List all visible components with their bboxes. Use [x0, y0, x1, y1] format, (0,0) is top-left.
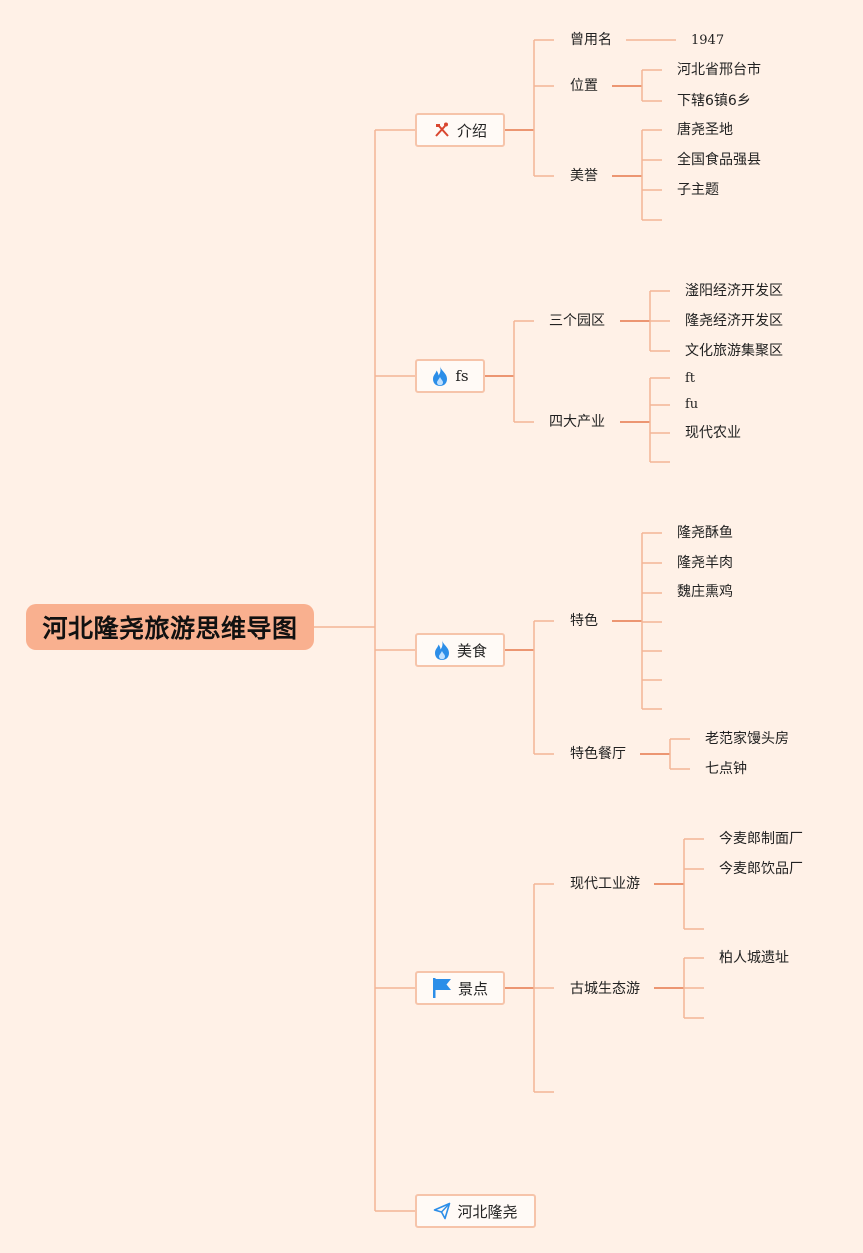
honor-item[interactable]: 子主题	[677, 182, 719, 198]
subtopic-specialty[interactable]: 特色	[570, 613, 598, 629]
honor-item[interactable]: 全国食品强县	[677, 152, 761, 168]
specialty-item[interactable]: 隆尧酥鱼	[677, 525, 733, 541]
industrial-item[interactable]: 今麦郎制面厂	[719, 831, 803, 847]
topic-fs[interactable]: fs	[415, 359, 485, 393]
former-name-value[interactable]: 1947	[691, 33, 725, 48]
subtopic-industrial-tour[interactable]: 现代工业游	[570, 876, 640, 892]
topic-label: 河北隆尧	[457, 1202, 518, 1221]
topic-label: fs	[455, 367, 469, 385]
restaurant-item[interactable]: 七点钟	[705, 761, 747, 777]
topic-label: 介绍	[456, 121, 487, 140]
subtopic-location[interactable]: 位置	[570, 78, 598, 94]
industrial-item[interactable]: 今麦郎饮品厂	[719, 861, 803, 877]
tools-icon	[435, 122, 449, 137]
industry-item[interactable]: fu	[685, 397, 699, 412]
park-item[interactable]: 滏阳经济开发区	[685, 283, 783, 299]
industry-item[interactable]: ft	[685, 371, 696, 386]
topic-longyao[interactable]: 河北隆尧	[415, 1194, 536, 1228]
root-topic[interactable]: 河北隆尧旅游思维导图	[26, 604, 314, 650]
flag-icon	[432, 978, 451, 998]
specialty-item[interactable]: 隆尧羊肉	[677, 555, 733, 571]
honor-item[interactable]: 唐尧圣地	[677, 122, 733, 138]
subtopic-honors[interactable]: 美誉	[570, 168, 598, 184]
park-item[interactable]: 隆尧经济开发区	[685, 313, 783, 329]
topic-label: 美食	[456, 641, 487, 660]
topic-food[interactable]: 美食	[415, 633, 505, 667]
specialty-item[interactable]: 魏庄熏鸡	[677, 584, 733, 600]
fire-icon	[434, 640, 449, 660]
ancient-item[interactable]: 柏人城遗址	[719, 950, 789, 966]
location-item[interactable]: 河北省邢台市	[677, 62, 761, 78]
park-item[interactable]: 文化旅游集聚区	[685, 343, 783, 359]
fire-icon	[433, 366, 448, 386]
topic-label: 景点	[457, 979, 488, 998]
subtopic-parks[interactable]: 三个园区	[549, 313, 605, 329]
send-icon	[434, 1202, 451, 1220]
subtopic-ancient-city-tour[interactable]: 古城生态游	[570, 981, 640, 997]
restaurant-item[interactable]: 老范家馒头房	[705, 731, 789, 747]
industry-item[interactable]: 现代农业	[685, 425, 741, 441]
subtopic-industries[interactable]: 四大产业	[549, 414, 605, 430]
topic-intro[interactable]: 介绍	[415, 113, 505, 147]
subtopic-former-name[interactable]: 曾用名	[570, 32, 612, 48]
subtopic-restaurants[interactable]: 特色餐厅	[570, 746, 626, 762]
topic-sights[interactable]: 景点	[415, 971, 505, 1005]
location-item[interactable]: 下辖6镇6乡	[677, 93, 751, 109]
